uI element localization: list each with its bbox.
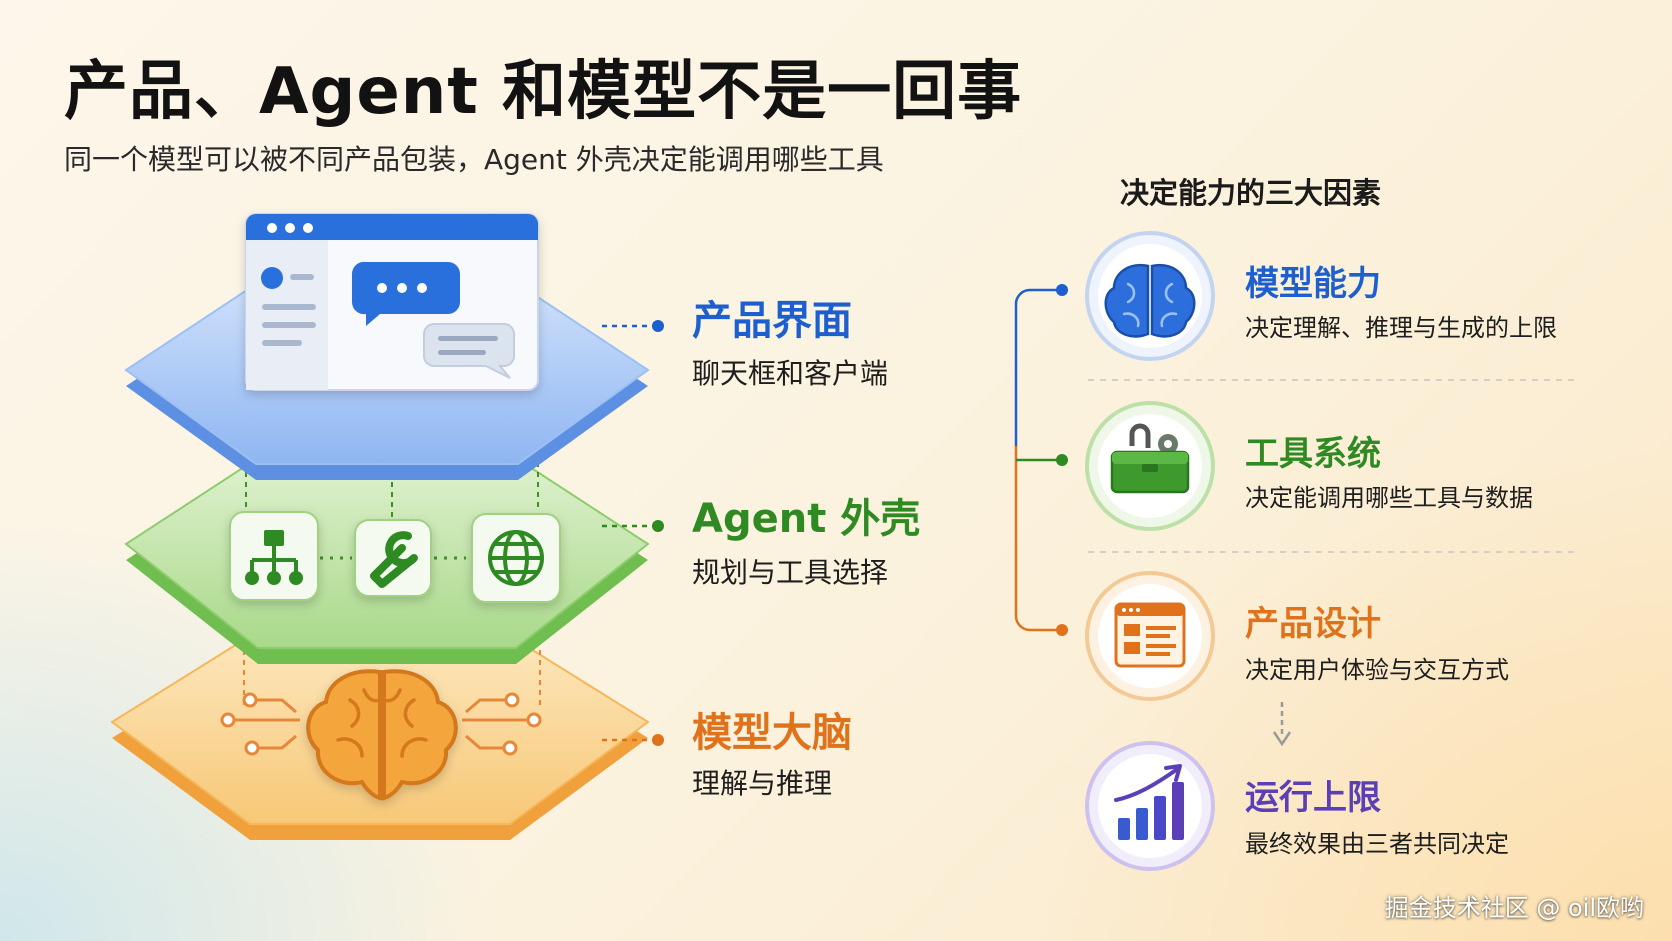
leader-lines [602,324,656,742]
factors-heading: 决定能力的三大因素 [1120,176,1382,210]
toolbox-icon [1085,401,1215,531]
factor-title-tools: 工具系统 [1245,434,1381,474]
layer-product [124,213,650,480]
down-arrow-icon [1272,702,1292,747]
layer-title-agent: Agent 外壳 [692,496,921,542]
factor-desc-model: 决定理解、推理与生成的上限 [1245,314,1557,342]
layer-title-model: 模型大脑 [692,710,852,756]
page-title: 产品、Agent 和模型不是一回事 [64,55,1023,129]
circuit-lines [228,698,534,750]
watermark: 掘金技术社区 @ oil欧哟 [1384,894,1644,922]
globe-icon [471,513,561,603]
orange-brain-icon [306,669,458,801]
bar-chart-icon [1085,741,1215,871]
factor-desc-tools: 决定能调用哪些工具与数据 [1245,484,1533,512]
layer-desc-product: 聊天框和客户端 [692,357,889,390]
hierarchy-icon [229,511,319,601]
factor-bracket [1014,288,1060,632]
layer-desc-agent: 规划与工具选择 [692,556,889,589]
factor-desc-design: 决定用户体验与交互方式 [1245,656,1509,684]
factor-title-model: 模型能力 [1245,264,1381,304]
chat-window-icon [245,213,539,391]
layer-agent [124,457,650,664]
factor-separators [1088,379,1580,553]
page-subtitle: 同一个模型可以被不同产品包装，Agent 外壳决定能调用哪些工具 [64,143,884,176]
factor-title-design: 产品设计 [1245,604,1381,644]
layout-icon [1085,571,1215,701]
wrench-icon [354,519,432,597]
brain-icon [1085,231,1215,361]
layer-title-product: 产品界面 [692,298,852,344]
factor-title-ceiling: 运行上限 [1245,778,1381,818]
layer-desc-model: 理解与推理 [692,767,833,800]
layer-model [110,635,650,840]
factor-desc-ceiling: 最终效果由三者共同决定 [1245,830,1509,858]
